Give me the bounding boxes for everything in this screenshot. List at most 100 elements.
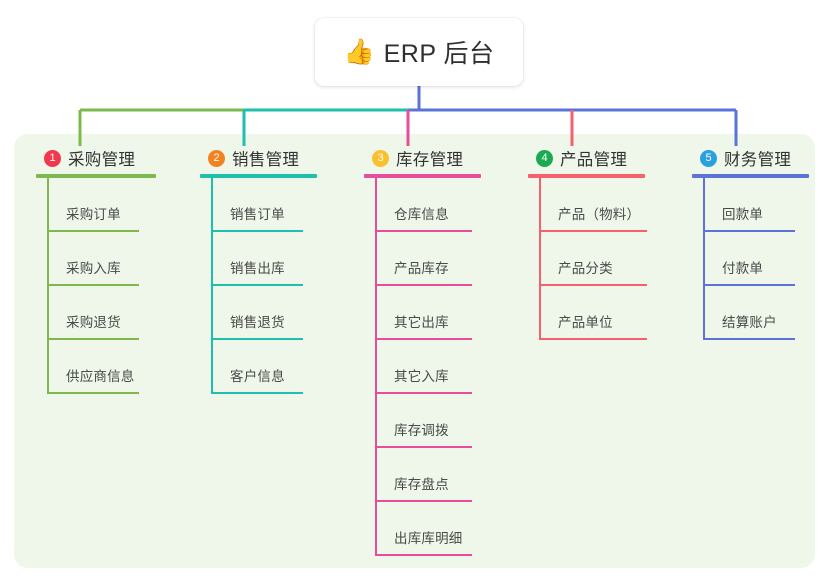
- module-item[interactable]: 结算账户: [692, 286, 809, 340]
- module-item-label: 采购入库: [66, 261, 121, 276]
- module-spine: [375, 178, 377, 556]
- module-item-rule: [539, 230, 647, 232]
- module-item-label: 仓库信息: [394, 207, 449, 222]
- module-item[interactable]: 销售退货: [200, 286, 317, 340]
- module-item-rule: [211, 338, 303, 340]
- root-node[interactable]: 👍 ERP 后台: [315, 18, 523, 86]
- module-item-label: 库存调拨: [394, 423, 449, 438]
- module-header-5[interactable]: 5 财务管理: [692, 146, 809, 170]
- module-item-list: 采购订单采购入库采购退货供应商信息: [36, 178, 156, 394]
- module-item-rule: [375, 230, 472, 232]
- module-header-rule: [200, 174, 317, 178]
- module-item[interactable]: 采购入库: [36, 232, 156, 286]
- module-item-label: 库存盘点: [394, 477, 449, 492]
- module-header-rule: [36, 174, 156, 178]
- module-item-label: 供应商信息: [66, 369, 135, 384]
- module-item[interactable]: 库存调拨: [364, 394, 481, 448]
- module-item[interactable]: 销售出库: [200, 232, 317, 286]
- module-item[interactable]: 客户信息: [200, 340, 317, 394]
- module-number-badge: 5: [700, 149, 717, 167]
- module-title: 财务管理: [724, 151, 792, 169]
- module-item[interactable]: 出库库明细: [364, 502, 481, 556]
- module-item-rule: [47, 230, 139, 232]
- modules-panel: [14, 134, 815, 568]
- module-spine: [211, 178, 213, 394]
- module-item-rule: [47, 338, 139, 340]
- module-title: 采购管理: [68, 151, 136, 169]
- module-item-rule: [703, 338, 795, 340]
- thumbs-up-icon: 👍: [343, 37, 375, 66]
- module-number-badge: 2: [208, 149, 225, 167]
- module-item-rule: [539, 338, 647, 340]
- module-item-label: 销售出库: [230, 261, 285, 276]
- module-item-label: 其它入库: [394, 369, 449, 384]
- module-item-rule: [375, 284, 472, 286]
- module-spine: [703, 178, 705, 340]
- module-item[interactable]: 产品（物料）: [528, 178, 647, 232]
- module-item[interactable]: 采购订单: [36, 178, 156, 232]
- module-item-rule: [375, 392, 472, 394]
- module-item-rule: [375, 446, 472, 448]
- module-item[interactable]: 回款单: [692, 178, 809, 232]
- module-item-label: 出库库明细: [394, 531, 463, 546]
- module-item[interactable]: 其它出库: [364, 286, 481, 340]
- module-item-rule: [703, 284, 795, 286]
- module-item[interactable]: 其它入库: [364, 340, 481, 394]
- module-item-label: 产品单位: [558, 315, 613, 330]
- module-item-rule: [375, 338, 472, 340]
- module-item-label: 客户信息: [230, 369, 285, 384]
- module-item[interactable]: 销售订单: [200, 178, 317, 232]
- module-item[interactable]: 库存盘点: [364, 448, 481, 502]
- module-item-label: 销售订单: [230, 207, 285, 222]
- module-column-1: 1 采购管理采购订单采购入库采购退货供应商信息: [36, 146, 156, 394]
- module-number-badge: 4: [536, 149, 553, 167]
- module-item-rule: [375, 554, 472, 556]
- module-item[interactable]: 产品分类: [528, 232, 647, 286]
- module-item-label: 采购退货: [66, 315, 121, 330]
- module-item-rule: [211, 392, 303, 394]
- module-item-rule: [375, 500, 472, 502]
- module-column-3: 3 库存管理仓库信息产品库存其它出库其它入库库存调拨库存盘点出库库明细: [364, 146, 481, 556]
- module-item[interactable]: 产品库存: [364, 232, 481, 286]
- module-header-1[interactable]: 1 采购管理: [36, 146, 156, 170]
- module-item-label: 其它出库: [394, 315, 449, 330]
- module-title: 库存管理: [396, 151, 464, 169]
- module-item[interactable]: 仓库信息: [364, 178, 481, 232]
- module-item-label: 回款单: [722, 207, 764, 222]
- module-item-list: 销售订单销售出库销售退货客户信息: [200, 178, 317, 394]
- module-item-label: 产品（物料）: [558, 207, 641, 222]
- module-column-2: 2 销售管理销售订单销售出库销售退货客户信息: [200, 146, 317, 394]
- module-item-list: 回款单付款单结算账户: [692, 178, 809, 340]
- module-item-label: 产品库存: [394, 261, 449, 276]
- module-title: 产品管理: [560, 151, 628, 169]
- module-item-rule: [47, 392, 139, 394]
- module-item-rule: [703, 230, 795, 232]
- module-item-label: 采购订单: [66, 207, 121, 222]
- module-item[interactable]: 采购退货: [36, 286, 156, 340]
- module-number-badge: 1: [44, 149, 61, 167]
- module-item-rule: [211, 230, 303, 232]
- module-item[interactable]: 供应商信息: [36, 340, 156, 394]
- module-spine: [47, 178, 49, 394]
- module-item-rule: [47, 284, 139, 286]
- module-column-4: 4 产品管理产品（物料） 产品分类产品单位: [528, 146, 647, 340]
- module-item-list: 仓库信息产品库存其它出库其它入库库存调拨库存盘点出库库明细: [364, 178, 481, 556]
- module-header-3[interactable]: 3 库存管理: [364, 146, 481, 170]
- module-title: 销售管理: [232, 151, 300, 169]
- module-item-rule: [211, 284, 303, 286]
- module-item[interactable]: 产品单位: [528, 286, 647, 340]
- module-column-5: 5 财务管理回款单付款单结算账户: [692, 146, 809, 340]
- module-header-4[interactable]: 4 产品管理: [528, 146, 645, 170]
- module-spine: [539, 178, 541, 340]
- module-item[interactable]: 付款单: [692, 232, 809, 286]
- module-item-label: 付款单: [722, 261, 764, 276]
- root-title: ERP 后台: [383, 40, 495, 68]
- module-number-badge: 3: [372, 149, 389, 167]
- module-item-rule: [539, 284, 647, 286]
- module-header-rule: [528, 174, 645, 178]
- module-item-label: 销售退货: [230, 315, 285, 330]
- module-header-2[interactable]: 2 销售管理: [200, 146, 317, 170]
- module-item-list: 产品（物料） 产品分类产品单位: [528, 178, 647, 340]
- module-header-rule: [692, 174, 809, 178]
